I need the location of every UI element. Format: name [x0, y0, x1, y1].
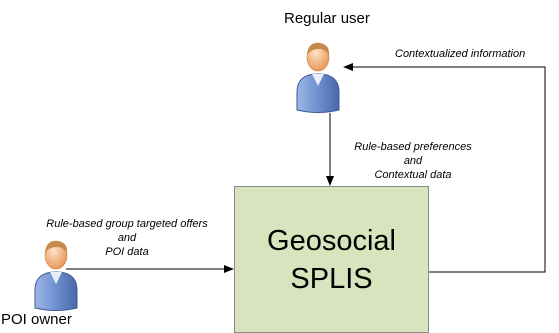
user-flow-label: Rule-based preferences and Contextual da…: [337, 140, 489, 182]
owner-flow-label: Rule-based group targeted offers and POI…: [17, 217, 237, 259]
contextualized-information-label: Contextualized information: [395, 48, 526, 60]
owner-flow-line-1: Rule-based group targeted offers: [46, 218, 208, 230]
poi-owner-icon: [34, 240, 78, 311]
geosocial-splis-box: Geosocial SPLIS: [234, 186, 429, 333]
arrow-contextualized-information: [343, 63, 546, 273]
owner-flow-line-2: and: [117, 232, 137, 244]
user-flow-line-2: and: [403, 155, 423, 167]
user-flow-line-3: Contextual data: [374, 169, 452, 181]
regular-user-icon: [296, 42, 340, 113]
user-flow-line-1: Rule-based preferences: [354, 141, 472, 153]
regular-user-label: Regular user: [284, 10, 370, 27]
system-title-line-2: SPLIS: [290, 262, 373, 295]
owner-flow-line-3: POI data: [105, 246, 149, 258]
system-title-line-1: Geosocial: [267, 224, 396, 257]
poi-owner-label: POI owner: [1, 311, 72, 328]
